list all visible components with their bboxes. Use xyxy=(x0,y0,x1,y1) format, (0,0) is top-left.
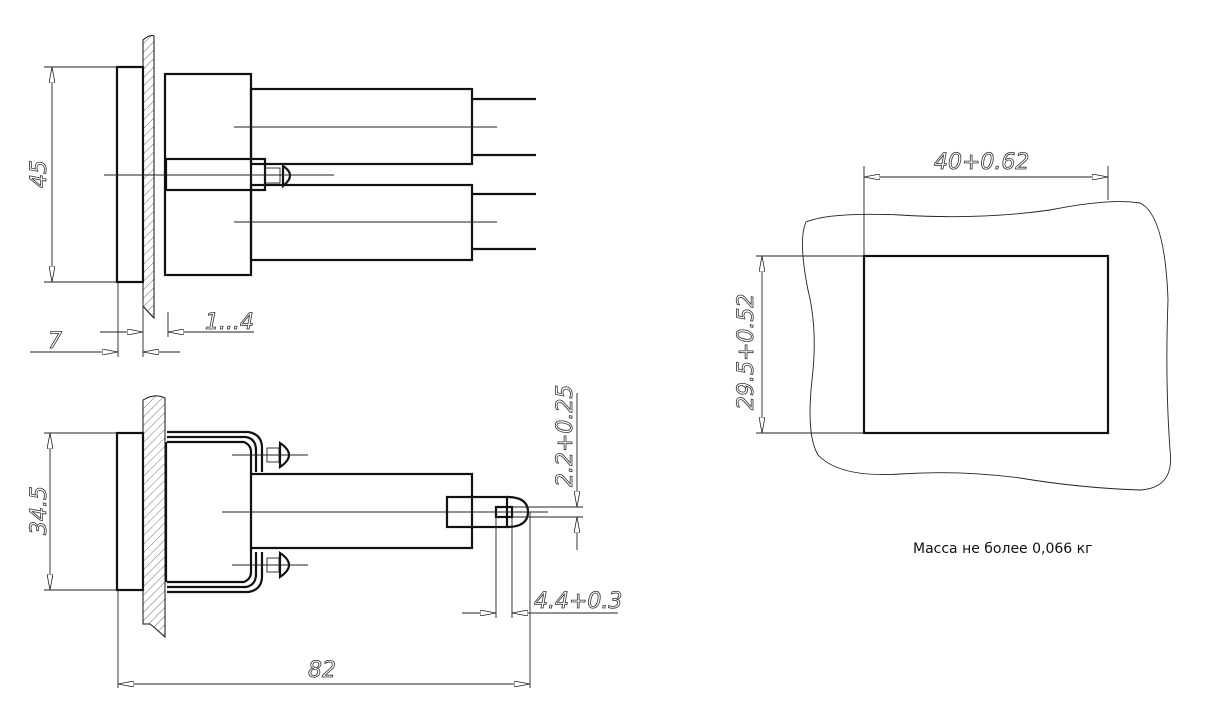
dim-height-label: 29.5+0.52 xyxy=(734,294,759,410)
top-view: 45 1...4 7 xyxy=(27,35,536,357)
dimension-lines xyxy=(756,166,1109,434)
dim-panel-label: 1...4 xyxy=(205,310,254,335)
panel-section xyxy=(142,35,155,320)
upper-housing xyxy=(249,87,474,166)
cutout-view: 40+0.62 29.5+0.52 xyxy=(734,150,1172,491)
dim-length-label: 82 xyxy=(308,658,336,683)
center-lines xyxy=(104,126,497,223)
dim-height-label: 45 xyxy=(27,160,52,188)
panel-section xyxy=(142,395,166,639)
housing xyxy=(249,472,474,550)
mounting-brackets xyxy=(164,430,264,594)
center-lines xyxy=(222,454,548,566)
dim-bezel-label: 7 xyxy=(48,329,62,354)
panel-outline xyxy=(801,201,1172,491)
dimension-lines xyxy=(30,66,254,357)
screws xyxy=(266,440,291,580)
body xyxy=(163,72,253,277)
lower-housing xyxy=(249,183,474,262)
cutout xyxy=(862,254,1110,435)
dim-width-label: 40+0.62 xyxy=(934,150,1029,175)
screw-head xyxy=(281,163,292,189)
bottom-view: 34.5 82 4.4+0.3 2.2+0.25 xyxy=(27,384,623,688)
dim-terminal-label: 4.4+0.3 xyxy=(534,589,622,614)
dim-hole-label: 2.2+0.25 xyxy=(553,385,578,487)
mass-caption: Масса не более 0,066 кг xyxy=(913,541,1092,557)
wires xyxy=(472,97,536,251)
dim-height-label: 34.5 xyxy=(27,486,52,535)
bezel xyxy=(115,431,145,592)
bezel xyxy=(115,65,145,284)
dimension-lines xyxy=(44,393,618,688)
shaft-stub xyxy=(264,167,281,184)
